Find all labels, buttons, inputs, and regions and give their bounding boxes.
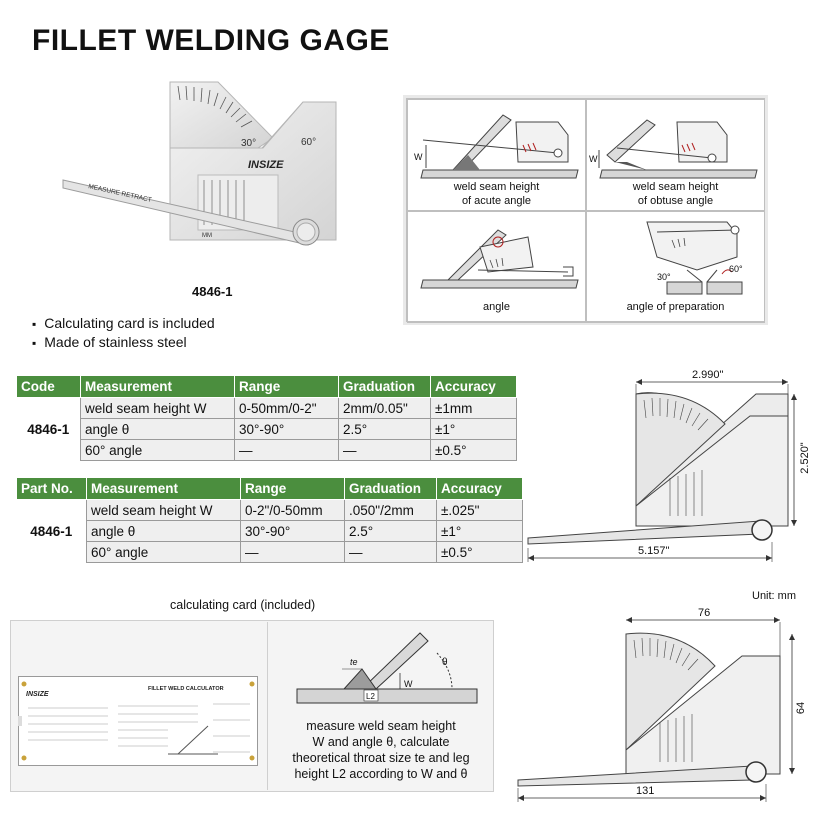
- page-title: FILLET WELDING GAGE: [32, 24, 390, 57]
- throat-diagram: te L2 W θ: [296, 632, 478, 704]
- dimension-drawing-inch: 2.990" 2.520" 5.157": [527, 369, 811, 562]
- header-measurement: Measurement: [86, 477, 241, 500]
- dimension-drawing-mm: 76 64 131: [517, 607, 807, 802]
- dim-length-inch: 5.157": [638, 545, 670, 557]
- obtuse-caption-2: of obtuse angle: [637, 195, 714, 207]
- cell-measurement: 60° angle: [86, 541, 241, 563]
- acute-caption-1: weld seam height: [453, 181, 540, 193]
- gauge-30-label: 30°: [241, 138, 256, 149]
- table-row: angle θ 30°-90° 2.5° ±1°: [17, 520, 523, 542]
- cell-measurement: weld seam height W: [86, 499, 241, 521]
- feature-list: Calculating card is included Made of sta…: [32, 314, 215, 352]
- calc-desc-line: W and angle θ, calculate: [312, 735, 450, 749]
- cell-measurement: angle θ: [86, 520, 241, 542]
- acute-w-label: W: [414, 152, 423, 162]
- spec-table-metric: Code Measurement Range Graduation Accura…: [16, 375, 517, 461]
- cell-range: 0-50mm/0-2": [234, 397, 339, 419]
- diagram-w-label: W: [404, 679, 413, 689]
- illustration-angle: angle: [407, 211, 586, 323]
- header-accuracy: Accuracy: [430, 375, 517, 398]
- row-code: 4846-1: [16, 397, 81, 461]
- cell-range: —: [234, 439, 339, 461]
- illustration-obtuse: W weld seam height of obtuse angle: [586, 99, 765, 211]
- cell-range: 30°-90°: [234, 418, 339, 440]
- brand-logo: INSIZE: [248, 159, 284, 171]
- angle-caption: angle: [483, 301, 510, 313]
- feature-item: Calculating card is included: [32, 314, 214, 333]
- prep-right-angle: 60°: [729, 264, 743, 274]
- header-graduation: Graduation: [344, 477, 437, 500]
- illustration-preparation: 30° 60° angle of preparation: [586, 211, 765, 323]
- dim-length-mm: 131: [636, 785, 654, 797]
- cell-graduation: .050"/2mm: [344, 499, 437, 521]
- gauge-60-label: 60°: [301, 137, 316, 148]
- cell-accuracy: ±1mm: [430, 397, 517, 419]
- table-row: angle θ 30°-90° 2.5° ±1°: [17, 418, 517, 440]
- cell-accuracy: ±.025": [436, 499, 523, 521]
- cell-graduation: —: [344, 541, 437, 563]
- obtuse-w-label: W: [589, 154, 598, 164]
- calc-card-divider: [267, 622, 268, 790]
- row-code: 4846-1: [16, 499, 87, 563]
- header-range: Range: [240, 477, 345, 500]
- unit-label: Unit: mm: [752, 590, 796, 602]
- header-range: Range: [234, 375, 339, 398]
- calc-card-caption: calculating card (included): [170, 598, 316, 612]
- dim-width-mm: 76: [698, 607, 710, 619]
- header-code: Code: [16, 375, 81, 398]
- diagram-l2-label: L2: [366, 692, 375, 701]
- cell-range: —: [240, 541, 345, 563]
- cell-range: 30°-90°: [240, 520, 345, 542]
- cell-accuracy: ±1°: [436, 520, 523, 542]
- cell-accuracy: ±1°: [430, 418, 517, 440]
- illustration-acute: W weld seam height of acute angle: [407, 99, 586, 211]
- cell-measurement: angle θ: [80, 418, 235, 440]
- prep-left-angle: 30°: [657, 272, 671, 282]
- cell-accuracy: ±0.5°: [430, 439, 517, 461]
- preparation-caption: angle of preparation: [626, 301, 725, 313]
- cell-accuracy: ±0.5°: [436, 541, 523, 563]
- calc-desc-line: measure weld seam height: [306, 719, 456, 733]
- table-row: 60° angle — — ±0.5°: [17, 541, 523, 563]
- cell-graduation: 2mm/0.05": [338, 397, 431, 419]
- dim-width-inch: 2.990": [692, 369, 724, 381]
- product-code: 4846-1: [192, 284, 233, 299]
- table-row: 4846-1 weld seam height W 0-50mm/0-2" 2m…: [16, 397, 517, 461]
- dim-height-mm: 64: [795, 702, 807, 714]
- diagram-theta-label: θ: [442, 657, 448, 668]
- calc-card-title: FILLET WELD CALCULATOR: [148, 686, 224, 692]
- dim-height-inch: 2.520": [799, 442, 811, 474]
- cell-measurement: weld seam height W: [80, 397, 235, 419]
- header-accuracy: Accuracy: [436, 477, 523, 500]
- calc-card-description: measure weld seam height W and angle θ, …: [270, 718, 492, 782]
- acute-caption-2: of acute angle: [461, 195, 532, 207]
- cell-graduation: —: [338, 439, 431, 461]
- calc-desc-line: height L2 according to W and θ: [294, 767, 468, 781]
- feature-item: Made of stainless steel: [32, 333, 215, 352]
- calc-desc-line: theoretical throat size te and leg: [292, 751, 470, 765]
- header-measurement: Measurement: [80, 375, 235, 398]
- diagram-te-label: te: [350, 657, 358, 667]
- cell-graduation: 2.5°: [344, 520, 437, 542]
- usage-illustrations: W weld seam height of acute angle W weld…: [406, 98, 765, 323]
- spec-table-inch: Part No. Measurement Range Graduation Ac…: [16, 477, 523, 563]
- cell-range: 0-2"/0-50mm: [240, 499, 345, 521]
- cell-graduation: 2.5°: [338, 418, 431, 440]
- table-row: 60° angle — — ±0.5°: [17, 439, 517, 461]
- header-part-no: Part No.: [16, 477, 87, 500]
- gauge-mm-label: MM: [202, 233, 212, 239]
- table-row: 4846-1 weld seam height W 0-2"/0-50mm .0…: [16, 499, 523, 563]
- table-header-row: Code Measurement Range Graduation Accura…: [16, 375, 517, 398]
- calc-card-image: INSIZE FILLET WELD CALCULATOR: [18, 676, 258, 766]
- header-graduation: Graduation: [338, 375, 431, 398]
- table-header-row: Part No. Measurement Range Graduation Ac…: [16, 477, 523, 500]
- cell-measurement: 60° angle: [80, 439, 235, 461]
- obtuse-caption-1: weld seam height: [632, 181, 719, 193]
- calc-card-brand: INSIZE: [26, 691, 49, 698]
- product-photo: 30° 60° INSIZE MM MEASURE RETRACT: [62, 81, 337, 246]
